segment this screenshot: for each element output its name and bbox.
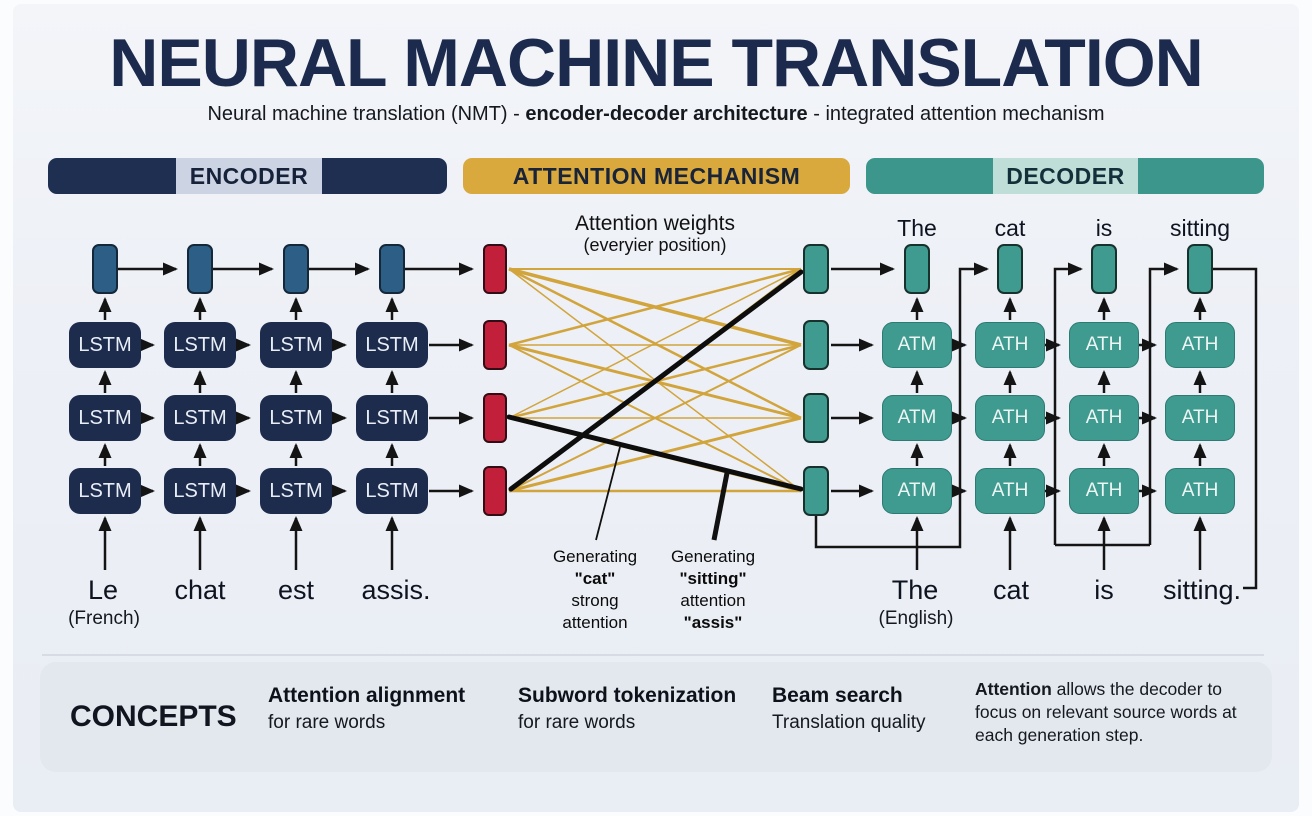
concept-item: Subword tokenization for rare words [518,684,736,734]
decoder-output-state [997,244,1023,294]
target-language-note: (English) [878,608,954,629]
decoder-cell: ATH [1069,468,1139,514]
lstm-cell: LSTM [69,322,141,368]
context-vector [483,393,507,443]
annotation-line: attention [562,613,628,632]
lstm-cell: LSTM [164,322,236,368]
decoder-cell: ATH [1165,468,1235,514]
decoder-cell: ATH [1069,395,1139,441]
output-word-top: is [1095,215,1113,241]
decoder-section-label: DECODER [1006,163,1125,189]
decoder-cell: ATM [882,322,952,368]
lstm-cell: LSTM [69,395,141,441]
concept-item: Beam search Translation quality [772,684,925,734]
concepts-heading: CONCEPTS [70,700,237,733]
panel-divider [42,654,1264,656]
decoder-cell: ATH [1165,395,1235,441]
lstm-cell: LSTM [356,322,428,368]
concept-subtitle: for rare words [518,712,636,733]
page-subtitle: Neural machine translation (NMT) - encod… [0,103,1312,126]
source-language-note: (French) [68,608,140,629]
output-word-top: The [897,215,937,241]
decoder-cell: ATM [882,468,952,514]
concept-title: Attention alignment [268,684,466,707]
input-word: est [277,575,315,605]
page-title: NEURAL MACHINE TRANSLATION [109,25,1203,101]
concept-note: Attention allows the decoder to focus on… [975,679,1237,745]
input-word: Le [87,575,119,605]
output-word-top: sitting [1169,215,1231,241]
decoder-output-state [904,244,930,294]
decoder-cell: ATH [1165,322,1235,368]
annotation-line: "sitting" [679,569,747,588]
lstm-cell: LSTM [260,322,332,368]
lstm-cell: LSTM [164,395,236,441]
encoder-hidden-state [379,244,405,294]
decoder-cell: ATM [882,395,952,441]
annotation-generating-cat: Generating "cat" strong attention [553,546,637,634]
lstm-cell: LSTM [260,395,332,441]
decoder-cell: ATH [975,468,1045,514]
annotation-generating-sitting: Generating "sitting" attention "assis" [671,546,755,634]
encoder-label-chip: ENCODER [176,158,322,194]
encoder-hidden-state [92,244,118,294]
context-vector [483,244,507,294]
concept-subtitle: for rare words [268,712,386,733]
decoder-label-chip: DECODER [993,158,1138,194]
lstm-cell: LSTM [356,468,428,514]
input-word: chat [174,575,226,605]
lstm-cell: LSTM [260,468,332,514]
output-word: sitting. [1162,575,1242,605]
decoder-cell: ATH [1069,322,1139,368]
decoder-state [803,393,829,443]
encoder-section-label: ENCODER [189,163,309,189]
concepts-panel: CONCEPTS Attention alignment for rare wo… [40,662,1272,772]
output-word: is [1094,575,1114,605]
annotation-line: Generating [552,547,638,566]
input-word: assis. [361,575,431,605]
decoder-cell: ATH [975,322,1045,368]
concept-item: Attention alignment for rare words [268,684,465,734]
output-word: cat [992,575,1030,605]
output-word: The [891,575,939,605]
attention-section-label: ATTENTION MECHANISM [512,163,801,189]
decoder-cell: ATH [975,395,1045,441]
annotation-line: strong [571,591,619,610]
concept-subtitle: Translation quality [772,712,926,733]
encoder-section-bar: ENCODER [48,158,447,194]
attention-section-bar: ATTENTION MECHANISM [463,158,850,194]
lstm-cell: LSTM [164,468,236,514]
annotation-line: "assis" [683,613,743,632]
concept-title: Subword tokenization [518,684,737,707]
decoder-state [803,320,829,370]
encoder-hidden-state [283,244,309,294]
subtitle-post: - integrated attention mechanism [807,103,1105,125]
lstm-cell: LSTM [69,468,141,514]
decoder-state [803,244,829,294]
subtitle-bold: encoder-decoder architecture [525,103,808,125]
annotation-line: Generating [670,547,756,566]
encoder-hidden-state [187,244,213,294]
decoder-output-state [1187,244,1213,294]
decoder-state [803,466,829,516]
concept-title: Beam search [772,684,903,707]
decoder-section-bar: DECODER [866,158,1264,194]
context-vector [483,466,507,516]
attention-weights-title: Attention weights [575,212,735,235]
output-word-top: cat [994,215,1026,241]
annotation-line: attention [680,591,746,610]
annotation-line: "cat" [574,569,616,588]
decoder-output-state [1091,244,1117,294]
context-vector [483,320,507,370]
lstm-cell: LSTM [356,395,428,441]
attention-weights-subtitle: (everyier position) [583,235,727,255]
subtitle-pre: Neural machine translation (NMT) - [207,103,526,125]
